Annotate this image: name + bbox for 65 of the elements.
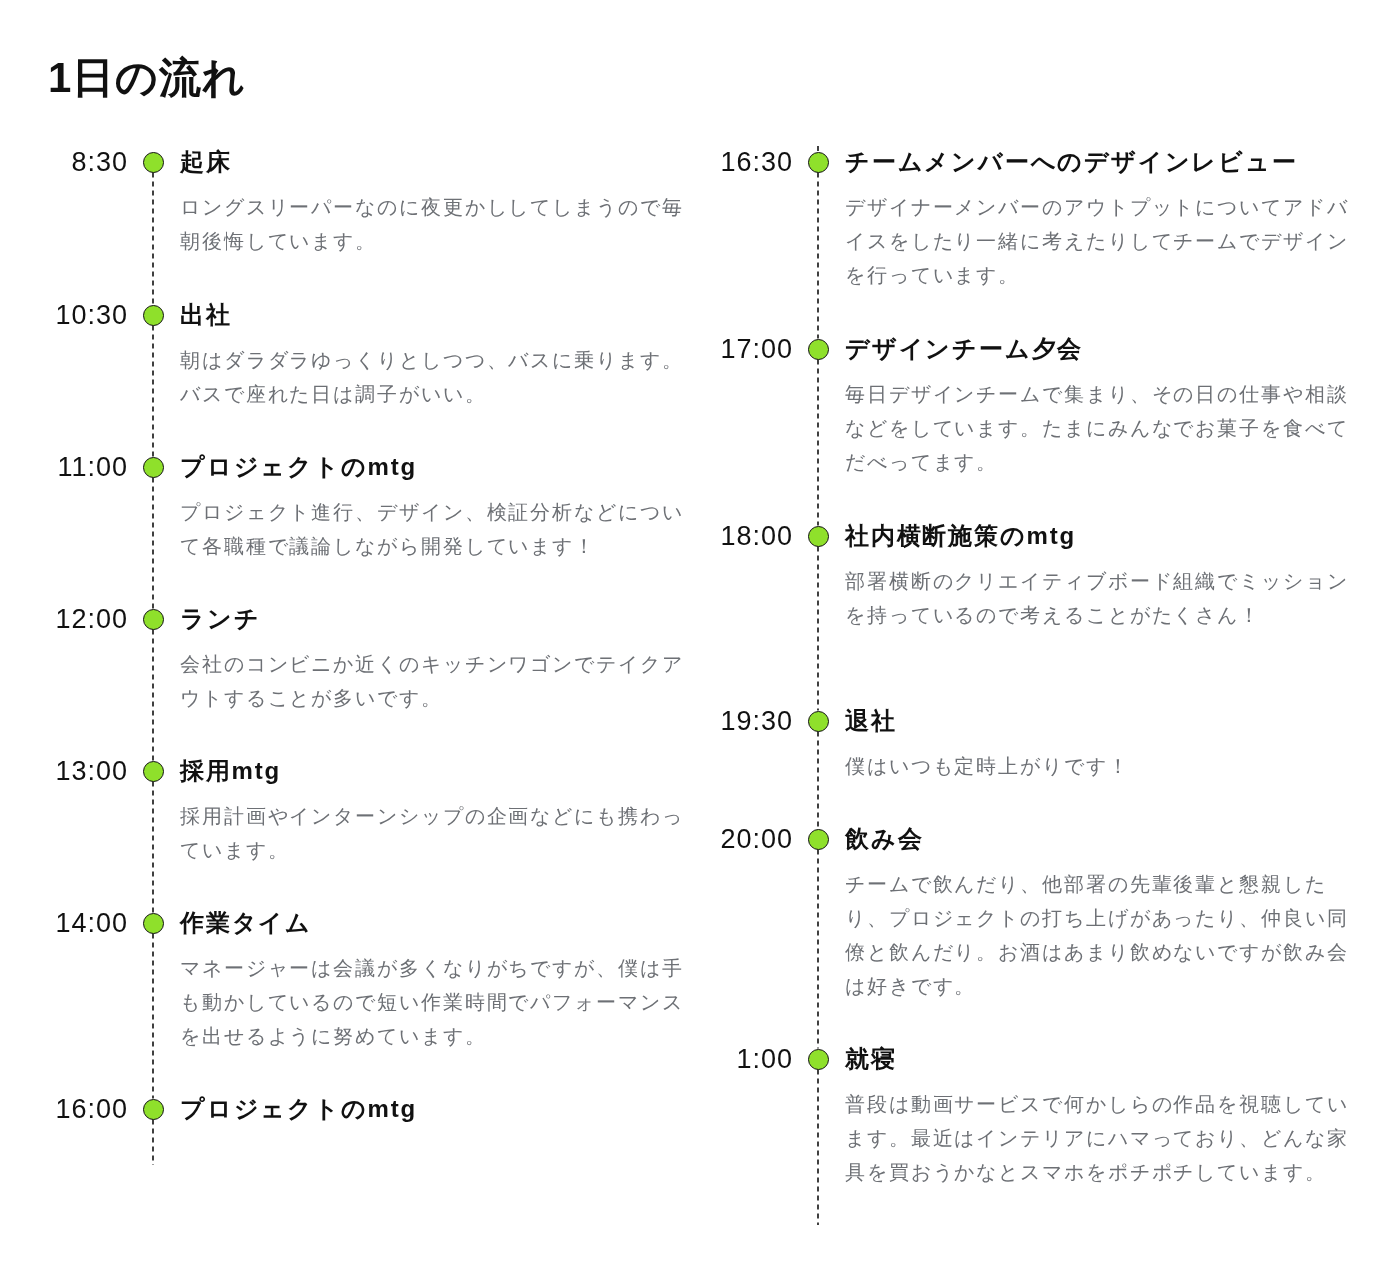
timeline-dot [807, 151, 829, 173]
entry-title: 作業タイム [180, 908, 312, 938]
entry-title: 採用mtg [180, 756, 281, 786]
entry-title: 就寝 [845, 1044, 897, 1074]
entry-title: 出社 [180, 300, 232, 330]
time-label: 8:30 [71, 146, 128, 179]
timeline-dot [807, 710, 829, 732]
entry-description: 部署横断のクリエイティブボード組織でミッションを持っているので考えることがたくさん！ [845, 569, 1350, 628]
entry-description: マネージャーは会議が多くなりがちですが、僕は手も動かしているので短い作業時間でパフォーマンスを出せるように努めています。 [180, 956, 685, 1049]
entry-title: プロジェクトのmtg [180, 1094, 417, 1124]
timeline-dot [807, 338, 829, 360]
timeline-dot [142, 912, 164, 934]
entry-description: ロングスリーパーなのに夜更かししてしまうので毎朝後悔しています。 [180, 195, 685, 254]
timeline-dot [142, 456, 164, 478]
time-label: 12:00 [55, 603, 128, 636]
entry-description: 僕はいつも定時上がりです！ [845, 754, 1130, 779]
page-title: 1日の流れ [48, 54, 247, 102]
entry-description: 普段は動画サービスで何かしらの作品を視聴しています。最近はインテリアにハマっており、どんな家具を買おうかなとスマホをポチポチしています。 [845, 1092, 1350, 1185]
time-label: 10:30 [55, 299, 128, 332]
entry-title: 社内横断施策のmtg [845, 521, 1076, 551]
time-label: 13:00 [55, 755, 128, 788]
time-label: 16:00 [55, 1093, 128, 1126]
time-label: 19:30 [720, 705, 793, 738]
time-label: 11:00 [57, 451, 128, 484]
time-label: 18:00 [720, 520, 793, 553]
dashed-line [817, 1068, 819, 1226]
time-label: 1:00 [736, 1043, 793, 1076]
dashed-line [817, 145, 819, 153]
entry-title: 退社 [845, 706, 897, 736]
dashed-line [817, 171, 819, 340]
time-label: 17:00 [720, 333, 793, 366]
timeline-dot [142, 304, 164, 326]
timeline-dot [142, 608, 164, 630]
entry-description: チームで飲んだり、他部署の先輩後輩と懇親したり、プロジェクトの打ち上げがあったり、仲良い同僚と飲んだり。お酒はあまり飲めないですが飲み会は好きです。 [845, 872, 1350, 999]
dashed-line [152, 171, 154, 306]
dashed-line [152, 324, 154, 458]
entry-title: 飲み会 [845, 824, 924, 854]
entry-title: プロジェクトのmtg [180, 452, 417, 482]
entry-description: 採用計画やインターンシップの企画などにも携わっています。 [180, 804, 685, 863]
time-label: 14:00 [55, 907, 128, 940]
dashed-line [817, 848, 819, 1050]
timeline-dot [142, 151, 164, 173]
time-label: 16:30 [720, 146, 793, 179]
dashed-line [152, 628, 154, 762]
entry-description: プロジェクト進行、デザイン、検証分析などについて各職種で議論しながら開発しています！ [180, 500, 685, 559]
entry-title: ランチ [180, 604, 261, 634]
entry-description: 会社のコンビニか近くのキッチンワゴンでテイクアウトすることが多いです。 [180, 652, 685, 711]
entry-title: チームメンバーへのデザインレビュー [845, 147, 1298, 177]
dashed-line [817, 358, 819, 527]
dashed-line [152, 780, 154, 914]
entry-title: 起床 [180, 147, 232, 177]
timeline-dot [807, 1048, 829, 1070]
entry-description: デザイナーメンバーのアウトプットについてアドバイスをしたり一緒に考えたりしてチームでデザインを行っています。 [845, 195, 1350, 288]
timeline-dot [807, 525, 829, 547]
dashed-line [817, 545, 819, 712]
dashed-line [152, 932, 154, 1100]
dashed-line [152, 476, 154, 610]
timeline-dot [142, 760, 164, 782]
time-label: 20:00 [720, 823, 793, 856]
entry-description: 朝はダラダラゆっくりとしつつ、バスに乗ります。バスで座れた日は調子がいい。 [180, 348, 685, 407]
entry-description: 毎日デザインチームで集まり、その日の仕事や相談などをしています。たまにみんなでお菓子を食べてだべってます。 [845, 382, 1350, 475]
entry-title: デザインチーム夕会 [845, 334, 1084, 364]
dashed-line [817, 730, 819, 830]
timeline-dot [142, 1098, 164, 1120]
timeline-dot [807, 828, 829, 850]
